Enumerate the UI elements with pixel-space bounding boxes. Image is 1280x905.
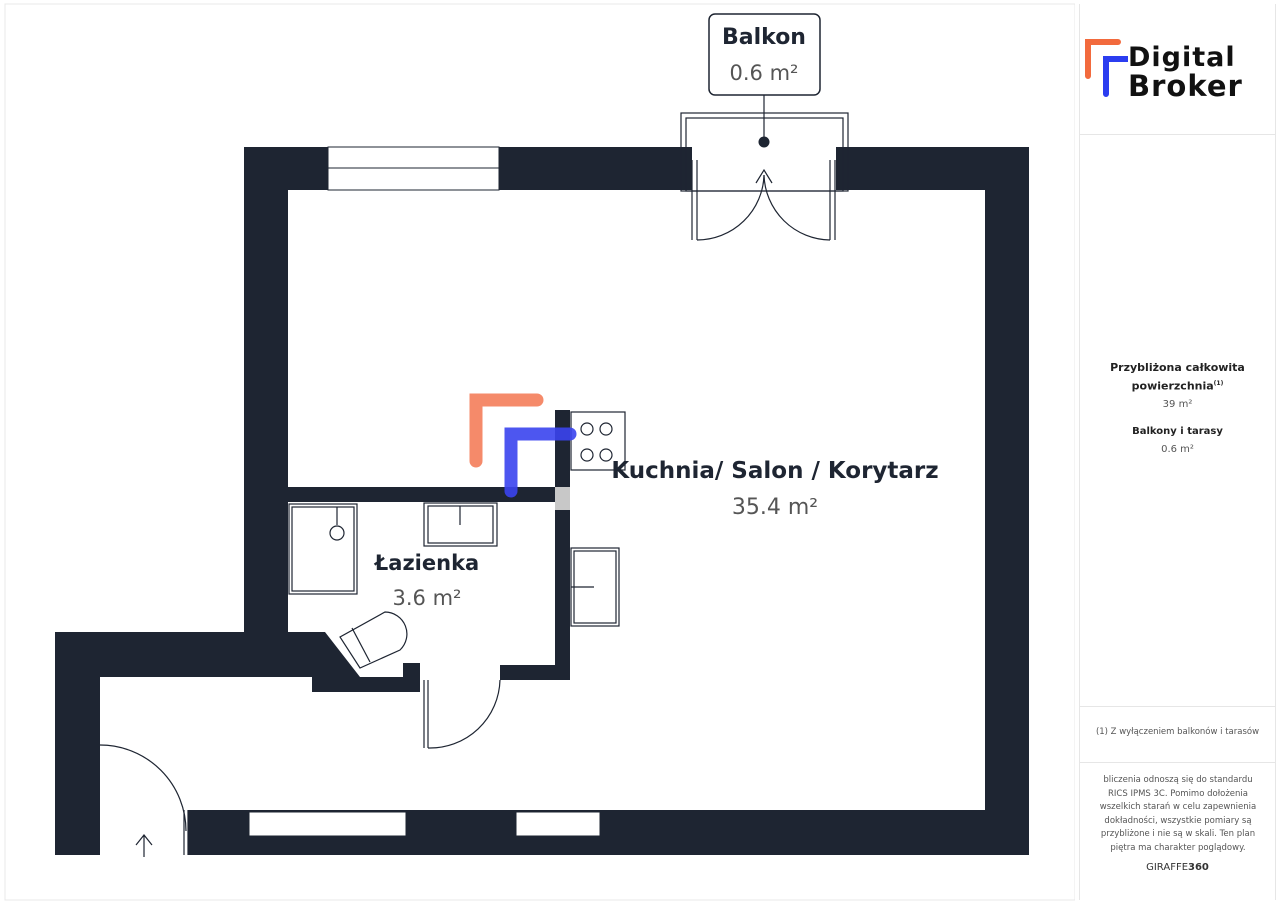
- bathroom-name: Łazienka: [374, 551, 479, 575]
- floor-plan: Balkon 0.6 m² Kuchnia/ Salon / Korytarz …: [4, 3, 1075, 901]
- brand-logo-icon: [1085, 39, 1128, 97]
- brand-line2: Broker: [1128, 69, 1243, 103]
- brand-logo: Digital Broker: [1080, 4, 1275, 135]
- balcony-area-value: 0.6 m²: [1161, 443, 1194, 455]
- balcony-name: Balkon: [722, 25, 806, 50]
- info-sidebar: Digital Broker Przybliżona całkowita pow…: [1079, 4, 1276, 900]
- windows: [248, 146, 601, 837]
- balcony-label-box: [708, 13, 821, 96]
- disclaimer: bliczenia odnoszą się do standardu RICS …: [1099, 775, 1257, 853]
- entrance-door: [99, 744, 189, 857]
- walls: [55, 147, 1029, 855]
- balcony-area: 0.6 m²: [730, 61, 799, 85]
- living-area: 35.4 m²: [732, 495, 818, 520]
- watermark-logo: [469, 393, 577, 498]
- total-area-label: Przybliżona całkowita powierzchnia: [1110, 361, 1245, 393]
- bathroom-fixtures: [288, 411, 626, 669]
- balcony-area-label: Balkony i tarasy: [1132, 425, 1223, 437]
- total-area-value: 39 m²: [1162, 398, 1193, 410]
- credit-part2: 360: [1188, 862, 1209, 873]
- footnote: (1) Z wyłączeniem balkonów i tarasów: [1080, 706, 1275, 763]
- bathroom-door: [423, 679, 501, 749]
- credit-part1: GIRAFFE: [1146, 862, 1189, 873]
- credit: GIRAFFE360: [1080, 862, 1275, 873]
- total-area-footnote: (1): [1213, 380, 1224, 387]
- area-summary: Przybliżona całkowita powierzchnia(1) 39…: [1080, 360, 1275, 469]
- bathroom-area: 3.6 m²: [393, 586, 462, 610]
- living-name: Kuchnia/ Salon / Korytarz: [611, 458, 938, 484]
- brand-line1: Digital: [1128, 42, 1236, 73]
